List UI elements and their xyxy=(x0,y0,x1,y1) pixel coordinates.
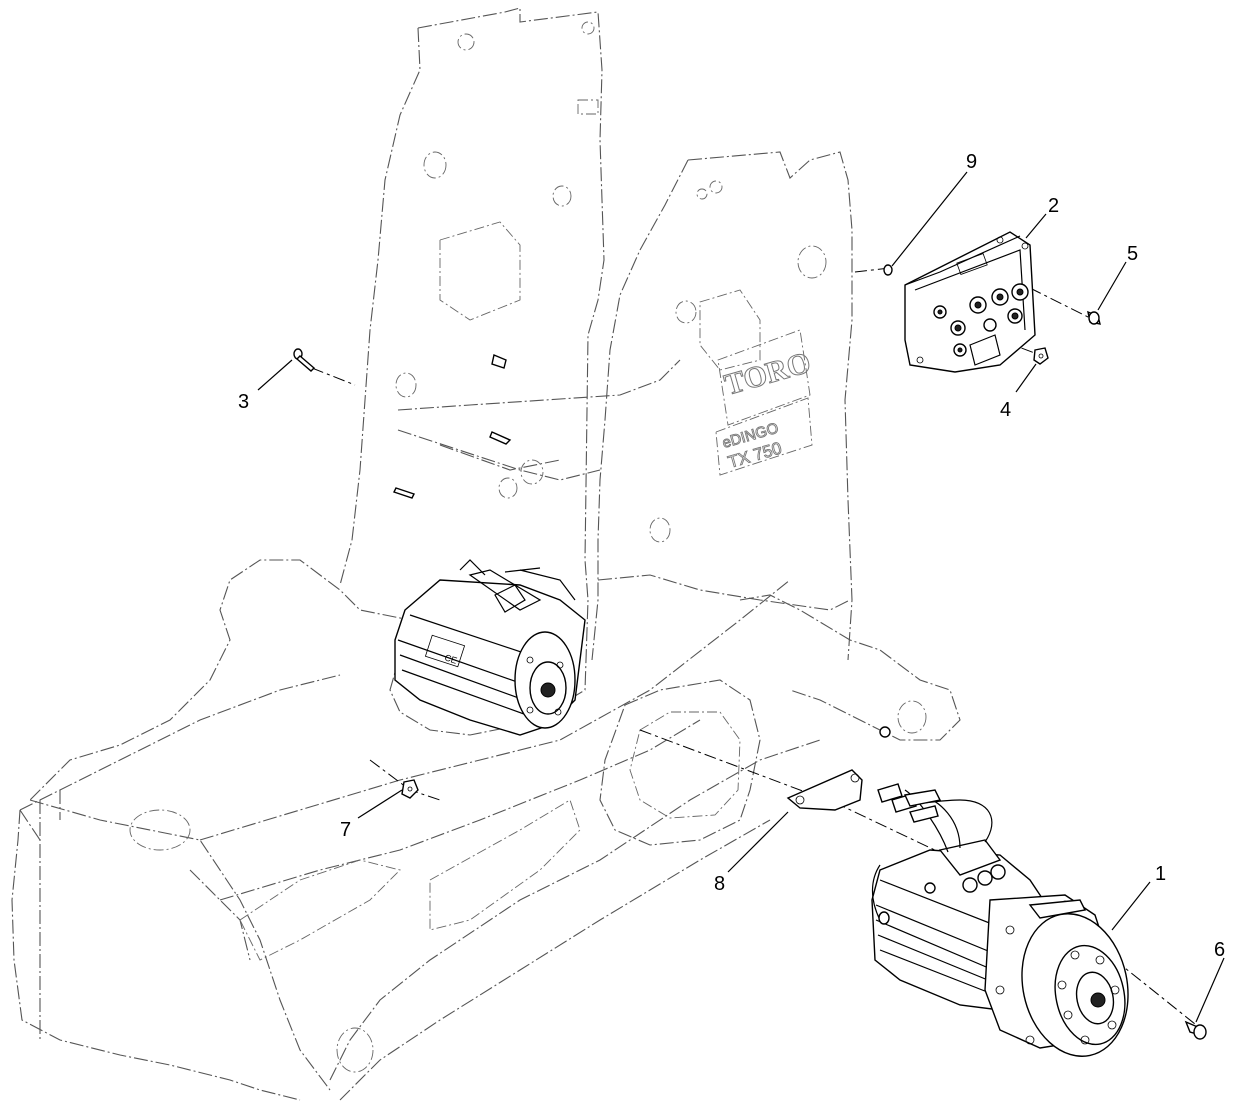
long-beam-bottom xyxy=(219,719,701,901)
leader-3 xyxy=(257,359,293,391)
leader-8 xyxy=(727,811,789,873)
motor-ce-mark: CE xyxy=(443,652,458,665)
callout-1: 1 xyxy=(1155,863,1166,885)
plate-fasteners xyxy=(393,354,891,738)
rear-drive-motor: CE xyxy=(394,559,586,736)
front-plate-bottom xyxy=(597,574,851,611)
long-beam-top xyxy=(199,579,791,841)
nut-7 xyxy=(401,779,419,799)
callout-labels: 1 2 3 4 5 6 7 8 9 xyxy=(238,151,1225,961)
rear-upright-plate-left-edge xyxy=(339,27,421,586)
octagonal-mount-outer xyxy=(599,679,761,846)
callout-6: 6 xyxy=(1214,939,1225,961)
cap-screw-6 xyxy=(1184,1020,1207,1040)
leader-6 xyxy=(1195,957,1225,1023)
leader-1 xyxy=(1111,881,1151,931)
octagonal-mount-inner xyxy=(629,711,741,819)
leader-9 xyxy=(891,171,968,267)
leader-4 xyxy=(1015,363,1037,393)
front-drive-motor xyxy=(871,783,1129,1057)
ear-hole xyxy=(897,700,927,734)
centerline-bolt-3 xyxy=(311,367,356,386)
callout-5: 5 xyxy=(1127,243,1138,265)
callout-leaders xyxy=(257,171,1225,1023)
plate-holes xyxy=(129,21,827,1073)
diagonal-arm xyxy=(329,739,821,1081)
side-rail-body xyxy=(11,809,301,1101)
right-ear-bracket xyxy=(739,594,961,741)
bolt-3 xyxy=(293,348,316,372)
logo-brand: TORO xyxy=(721,346,815,402)
callout-8: 8 xyxy=(714,873,725,895)
centerline-screw-5 xyxy=(1029,287,1091,319)
bracket-8 xyxy=(786,769,863,811)
front-upright-plate-left-edge xyxy=(591,159,689,661)
arm-slot-cutout xyxy=(429,799,581,931)
frame-logo: TORO eDINGO TX 750 xyxy=(715,329,815,476)
cross-brace-mid xyxy=(439,444,561,471)
left-end-box xyxy=(19,674,341,1040)
side-rail-top xyxy=(29,799,331,1091)
leader-5 xyxy=(1097,261,1127,311)
screw-5 xyxy=(1087,310,1101,325)
cross-brace-lower xyxy=(397,429,601,481)
front-upright-plate xyxy=(687,151,853,661)
side-rail-inner xyxy=(59,790,251,961)
rear-upright-plate xyxy=(29,7,605,801)
controller-terminals xyxy=(933,283,1029,357)
diagonal-arm-lower xyxy=(339,819,771,1101)
callout-2: 2 xyxy=(1048,195,1059,217)
motor-controller xyxy=(904,231,1036,373)
callout-3: 3 xyxy=(238,391,249,413)
phantom-frame: TORO eDINGO TX 750 xyxy=(11,7,961,1101)
callout-9: 9 xyxy=(966,151,977,173)
callout-7: 7 xyxy=(340,819,351,841)
controller-washer xyxy=(883,264,893,276)
callout-4: 4 xyxy=(1000,399,1011,421)
lower-arm-slot xyxy=(239,859,401,961)
leader-2 xyxy=(1025,213,1047,239)
nut-4 xyxy=(1033,347,1049,365)
cross-brace-upper xyxy=(397,359,681,411)
leader-7 xyxy=(357,789,403,819)
